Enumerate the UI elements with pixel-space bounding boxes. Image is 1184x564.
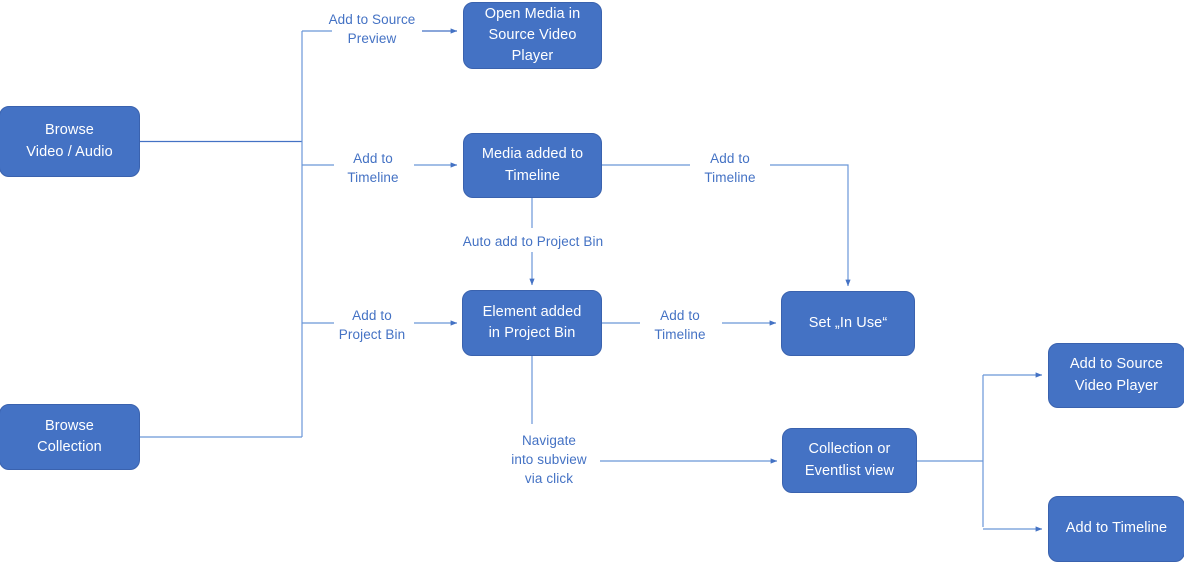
- edge-label-add-to-project-bin: Add to Project Bin: [338, 308, 406, 343]
- node-set-in-use[interactable]: Set „In Use“: [781, 291, 915, 356]
- edge-label-add-to-timeline-top: Add to Timeline: [347, 151, 399, 186]
- node-add-to-timeline-end[interactable]: Add to Timeline: [1048, 496, 1184, 562]
- edge-collection-view-split: [917, 372, 1043, 532]
- node-browse-collection[interactable]: Browse Collection: [0, 404, 140, 470]
- edge-browse-collection-spine: [140, 323, 303, 438]
- node-add-to-source-video-player[interactable]: Add to Source Video Player: [1048, 343, 1184, 408]
- edge-to-element-added-project-bin: [301, 165, 458, 326]
- node-element-added-in-project-bin[interactable]: Element added in Project Bin: [462, 290, 602, 356]
- edge-label-add-to-source-preview: Add to Source Preview: [328, 12, 416, 47]
- node-media-added-to-timeline[interactable]: Media added to Timeline: [463, 133, 602, 198]
- edge-label-add-to-timeline-mid: Add to Timeline: [654, 308, 706, 343]
- edge-label-navigate-into-subview: Navigate into subview via click: [511, 433, 587, 487]
- node-browse-video-audio[interactable]: Browse Video / Audio: [0, 106, 140, 177]
- edge-label-add-to-timeline-right: Add to Timeline: [704, 151, 756, 186]
- edge-browse-video-audio-spine: [140, 30, 332, 143]
- node-collection-or-eventlist-view[interactable]: Collection or Eventlist view: [782, 428, 917, 493]
- edge-label-auto-add-to-project-bin: Auto add to Project Bin: [462, 234, 604, 249]
- node-open-media-source-video-player[interactable]: Open Media in Source Video Player: [463, 2, 602, 69]
